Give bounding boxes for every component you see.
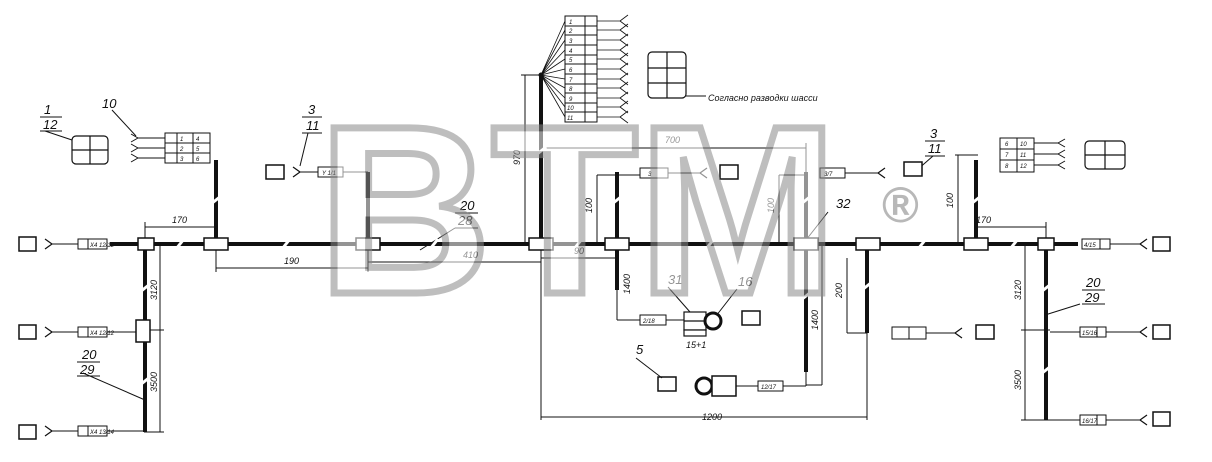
- label-11-right: 11: [928, 141, 942, 156]
- dim-700: 700: [665, 135, 680, 145]
- label-31: 31: [668, 272, 682, 287]
- chassis-note: Согласно разводки шасси: [708, 93, 818, 103]
- junctions: [135, 237, 1055, 343]
- block-right-1: 6: [1005, 142, 1009, 148]
- label-10: 10: [102, 96, 117, 111]
- top-block-10: 10: [567, 106, 574, 112]
- connector-sensor-left: Y 1/1: [322, 171, 336, 177]
- block-left-1: 1: [180, 137, 183, 143]
- dim-15p1: 15+1: [686, 340, 706, 350]
- right-terminal-block: 6 10 7 11 8 12: [999, 137, 1066, 173]
- label-11-left: 11: [306, 118, 320, 133]
- dim-3120-right: 3120: [1013, 280, 1023, 300]
- plug-right: [1084, 140, 1126, 170]
- block-left-6: 6: [196, 157, 200, 163]
- empty-blocks: [18, 161, 1171, 440]
- dim-90: 90: [574, 246, 584, 256]
- block-left-3: 3: [180, 157, 184, 163]
- block-left-4: 4: [196, 137, 200, 143]
- label-underlines: [40, 116, 1105, 377]
- top-block-5: 5: [569, 58, 573, 64]
- dim-3500-left: 3500: [149, 372, 159, 392]
- dim-170-left: 170: [172, 215, 187, 225]
- connector-dividers: [87, 239, 1101, 436]
- dim-410: 410: [463, 250, 478, 260]
- top-block-2: 2: [568, 29, 573, 35]
- watermark-logo: BTM: [318, 76, 838, 344]
- connector-bottom-low: 12/17: [761, 385, 777, 391]
- dim-1400-a: 1400: [622, 274, 632, 294]
- block-right-2: 10: [1020, 142, 1027, 148]
- dim-100-a: 100: [584, 198, 594, 213]
- connector-bottom-mid: 2/18: [642, 319, 655, 325]
- block-left-5: 5: [196, 147, 200, 153]
- connector-left-mid: X4 12/12: [89, 331, 115, 337]
- label-3-right: 3: [930, 126, 938, 141]
- dim-100-c: 100: [945, 193, 955, 208]
- top-block-9: 9: [569, 97, 573, 103]
- plug-chassis: [647, 51, 687, 99]
- dim-1200: 1200: [702, 412, 722, 422]
- top-block-7: 7: [569, 78, 573, 84]
- connector-right-mid: 15/16: [1082, 331, 1098, 337]
- label-28: 28: [457, 213, 473, 228]
- lamp-16: [703, 311, 723, 331]
- dim-100-b: 100: [766, 198, 776, 213]
- top-block-6: 6: [569, 68, 573, 74]
- block-right-3: 7: [1005, 153, 1009, 159]
- block-left-2: 2: [179, 147, 184, 153]
- dim-970: 970: [512, 150, 522, 165]
- plug-item-1: [71, 135, 109, 165]
- dim-3500-right: 3500: [1013, 370, 1023, 390]
- label-20-left: 20: [81, 347, 97, 362]
- top-terminal-block: 1 2 3 4 5 6 7 8 9 10 11: [538, 14, 629, 124]
- top-block-numbers: 1 2 3 4 5 6 7 8 9 10 11: [567, 20, 574, 122]
- lamp-bottom: [694, 375, 737, 397]
- dim-200: 200: [834, 283, 844, 299]
- label-20-center: 20: [459, 198, 475, 213]
- dim-190: 190: [284, 256, 299, 266]
- top-block-3: 3: [569, 39, 573, 45]
- connector-left-main: X4 12/12: [89, 243, 115, 249]
- block-right-5: 8: [1005, 164, 1009, 170]
- fork-symbols: [44, 166, 1148, 437]
- connector-right-main: 4/15: [1084, 243, 1096, 249]
- top-block-8: 8: [569, 87, 573, 93]
- top-block-11: 11: [567, 116, 573, 122]
- connector-top-3: 3: [648, 172, 652, 178]
- label-5: 5: [636, 342, 644, 357]
- label-20-right: 20: [1085, 275, 1101, 290]
- block-right-4: 11: [1020, 153, 1026, 159]
- top-block-1: 1: [569, 20, 572, 26]
- connector-right-37: 3/7: [824, 172, 833, 178]
- connector-left-bottom: X4 13/14: [89, 430, 115, 436]
- dim-1400-b: 1400: [810, 310, 820, 330]
- label-29-left: 29: [79, 362, 94, 377]
- label-32: 32: [836, 196, 851, 211]
- block-right-6: 12: [1020, 164, 1027, 170]
- break-marks: [139, 145, 1052, 387]
- dim-170-right: 170: [976, 215, 991, 225]
- label-16: 16: [738, 274, 753, 289]
- component-31: [683, 311, 707, 337]
- label-12: 12: [43, 117, 58, 132]
- top-block-4: 4: [569, 49, 573, 55]
- watermark-registered: ®: [882, 177, 919, 233]
- connector-right-bottom: 16/17: [1082, 419, 1098, 425]
- dim-3120-left: 3120: [149, 280, 159, 300]
- label-3-left: 3: [308, 102, 316, 117]
- label-29-right: 29: [1084, 290, 1099, 305]
- label-1: 1: [44, 102, 51, 117]
- left-terminal-block: 1 2 3 4 5 6: [130, 132, 211, 164]
